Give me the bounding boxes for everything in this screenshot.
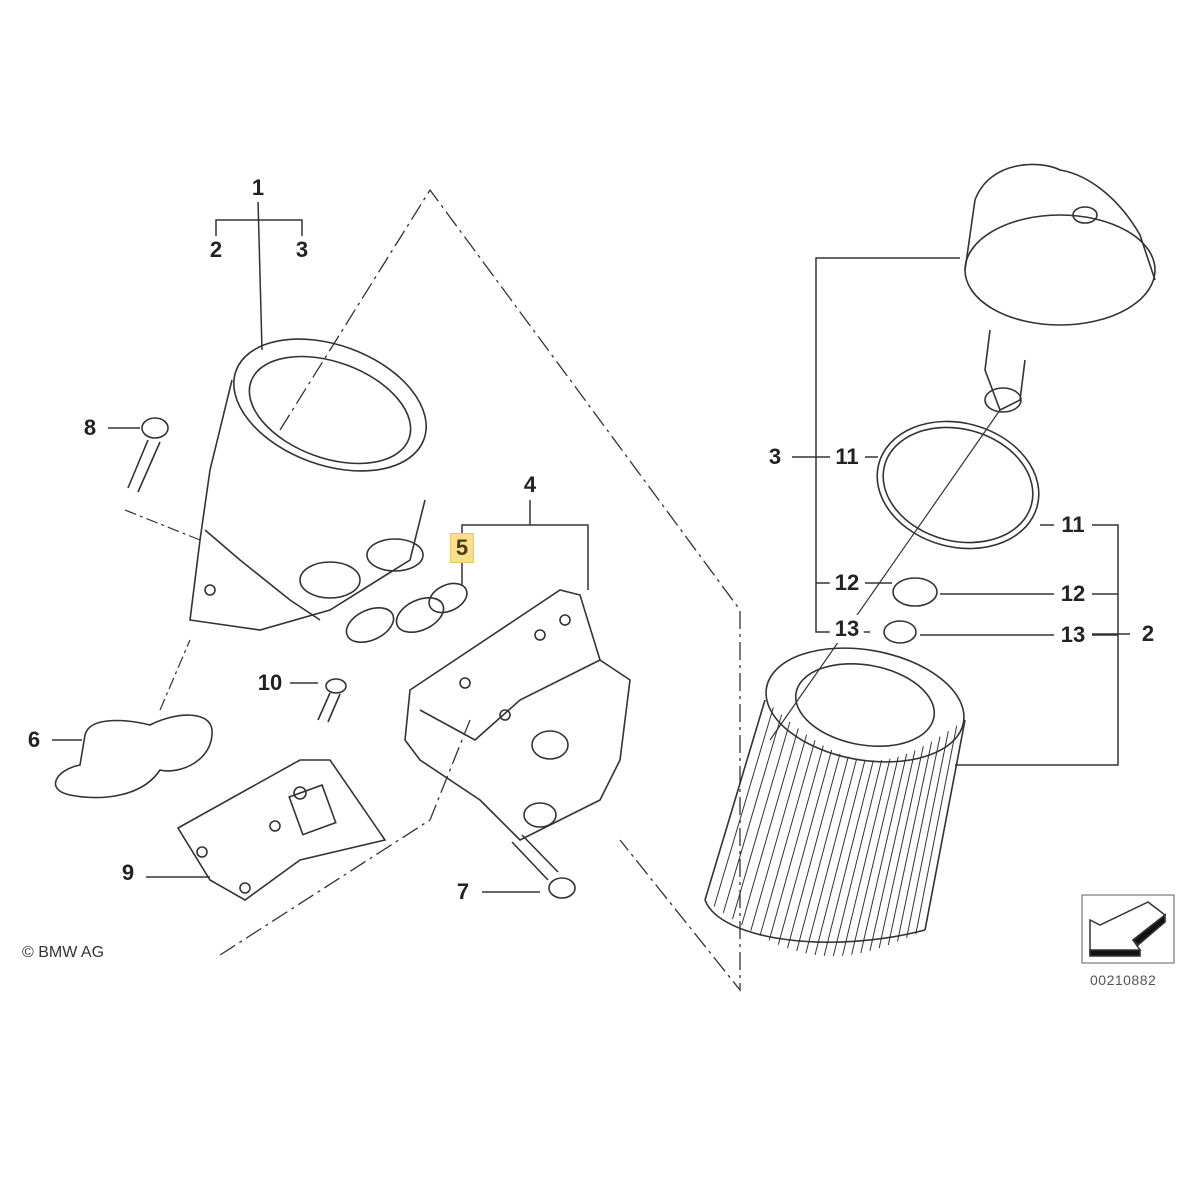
callout-5-highlighted[interactable]: 5 <box>449 533 475 563</box>
filter-pleat <box>814 759 866 956</box>
filter-pleat <box>878 746 924 949</box>
filter-pleat <box>722 714 783 913</box>
copyright-text: © BMW AG <box>22 944 105 961</box>
diagram-code: 00210882 <box>1090 972 1157 988</box>
filter-pleat <box>924 719 966 931</box>
filter-pleat <box>915 725 958 935</box>
filter-pleat <box>842 758 891 956</box>
filter-pleat <box>887 741 933 946</box>
callout-2[interactable]: 2 <box>204 236 228 264</box>
bolt-8 <box>124 417 201 541</box>
callout-9[interactable]: 9 <box>116 859 140 887</box>
filter-pleat <box>851 756 899 955</box>
filter-pleat <box>823 760 874 957</box>
callout-12-left[interactable]: 12 <box>829 569 865 597</box>
orientation-arrow-icon <box>1081 894 1175 964</box>
oil-cooler-4 <box>404 589 631 841</box>
filter-pleat <box>897 736 941 942</box>
callout-11-right[interactable]: 11 <box>1056 511 1090 539</box>
callout-11-left[interactable]: 11 <box>830 443 864 471</box>
filter-pleat <box>777 749 833 945</box>
callout-12-right[interactable]: 12 <box>1055 580 1091 608</box>
callout-3-right[interactable]: 3 <box>763 443 787 471</box>
o-ring-12 <box>892 577 938 607</box>
leader-lines <box>52 199 1130 893</box>
gasket-5 <box>345 582 468 644</box>
o-ring-13 <box>883 620 917 644</box>
filter-pleat <box>759 740 816 936</box>
filter-pleat <box>832 759 883 957</box>
callout-7[interactable]: 7 <box>451 878 475 906</box>
callout-3[interactable]: 3 <box>290 236 314 264</box>
filter-pleat <box>741 728 799 926</box>
bracket-9 <box>176 759 387 901</box>
filter-element <box>704 647 966 957</box>
gasket-6 <box>54 639 213 799</box>
filter-pleat <box>906 731 949 938</box>
filter-pleat <box>805 758 858 954</box>
filter-pleat <box>860 753 908 954</box>
filter-pleat <box>869 750 916 951</box>
callout-2-right[interactable]: 2 <box>1136 620 1160 648</box>
o-ring-11 <box>876 420 1040 550</box>
callout-13-right[interactable]: 13 <box>1055 621 1091 649</box>
bolt-7 <box>511 834 576 899</box>
o-ring-11-inner <box>882 426 1034 544</box>
filter-cap <box>964 163 1156 413</box>
filter-housing <box>189 338 427 631</box>
filter-pleat <box>787 753 841 949</box>
filter-pleat <box>713 707 774 907</box>
filter-pleat <box>768 745 824 941</box>
callout-10[interactable]: 10 <box>252 669 288 697</box>
callout-6[interactable]: 6 <box>22 726 46 754</box>
filter-pleat <box>750 734 808 931</box>
callout-13-left[interactable]: 13 <box>829 615 865 643</box>
filter-pleat <box>732 721 791 920</box>
screw-10 <box>317 678 347 723</box>
filter-pleat <box>796 756 849 952</box>
dashed-group-outline <box>219 188 741 992</box>
callout-4[interactable]: 4 <box>518 471 542 499</box>
filter-pleat <box>704 699 766 901</box>
callout-8[interactable]: 8 <box>78 414 102 442</box>
callout-1[interactable]: 1 <box>246 174 270 202</box>
